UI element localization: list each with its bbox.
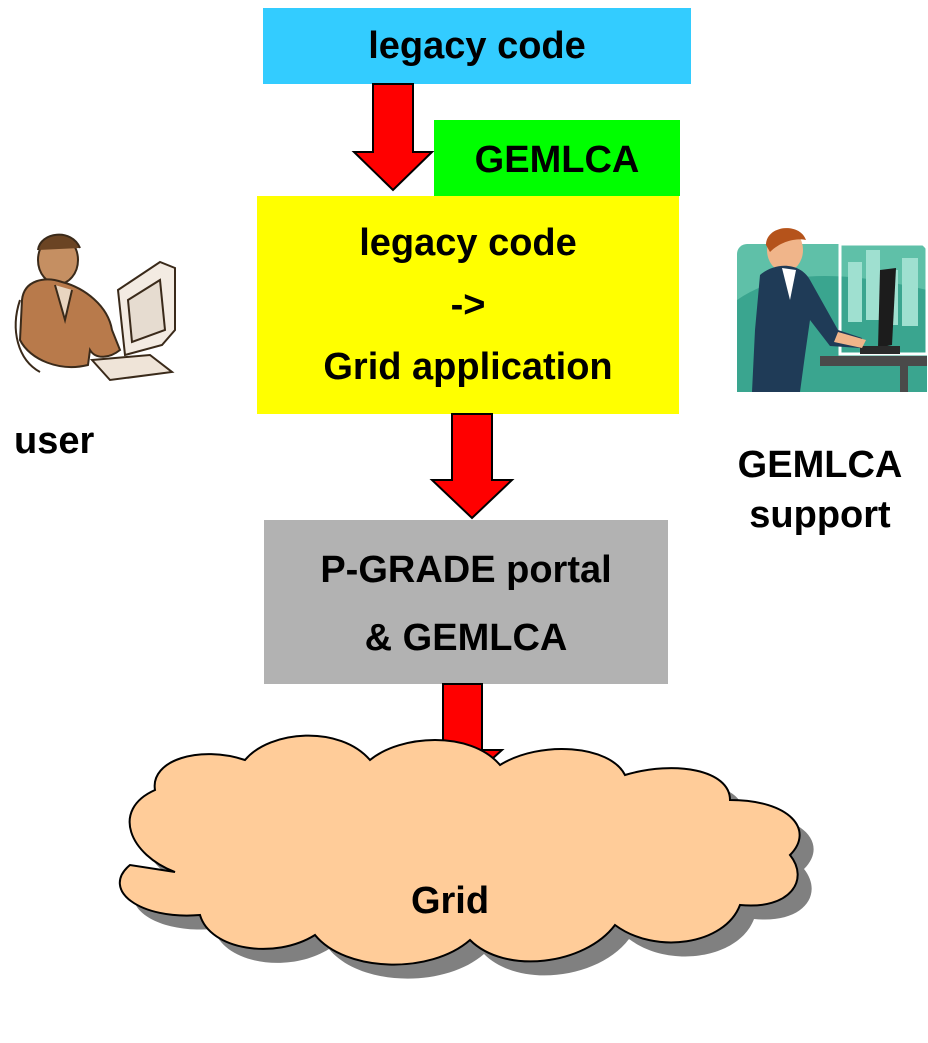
arrow-legacy-to-conversion	[351, 83, 435, 192]
legacy-code-label: legacy code	[368, 25, 586, 67]
grid-label: Grid	[380, 876, 520, 926]
gemlca-tag: GEMLCA	[434, 120, 680, 196]
conversion-box: legacy code -> Grid application	[257, 196, 679, 414]
conversion-line-3: Grid application	[323, 346, 613, 388]
portal-box: P-GRADE portal & GEMLCA	[264, 520, 668, 684]
support-label-line-2: support	[749, 494, 891, 536]
support-label-line-1: GEMLCA	[737, 444, 903, 486]
user-at-computer-icon	[14, 233, 176, 382]
user-label-text: user	[14, 420, 95, 462]
grid-cloud	[118, 734, 801, 966]
user-label: user	[14, 416, 134, 466]
grid-label-text: Grid	[410, 880, 490, 922]
arrow-conversion-to-portal	[429, 413, 515, 520]
legacy-code-box: legacy code	[263, 8, 691, 84]
gemlca-tag-label: GEMLCA	[474, 139, 640, 181]
support-label: GEMLCA support	[712, 440, 928, 550]
portal-line-1: P-GRADE portal	[320, 549, 612, 591]
conversion-line-1: legacy code	[359, 222, 577, 264]
conversion-line-2: ->	[450, 284, 486, 326]
portal-line-2: & GEMLCA	[364, 617, 568, 659]
support-staff-at-computer-icon	[737, 228, 928, 392]
